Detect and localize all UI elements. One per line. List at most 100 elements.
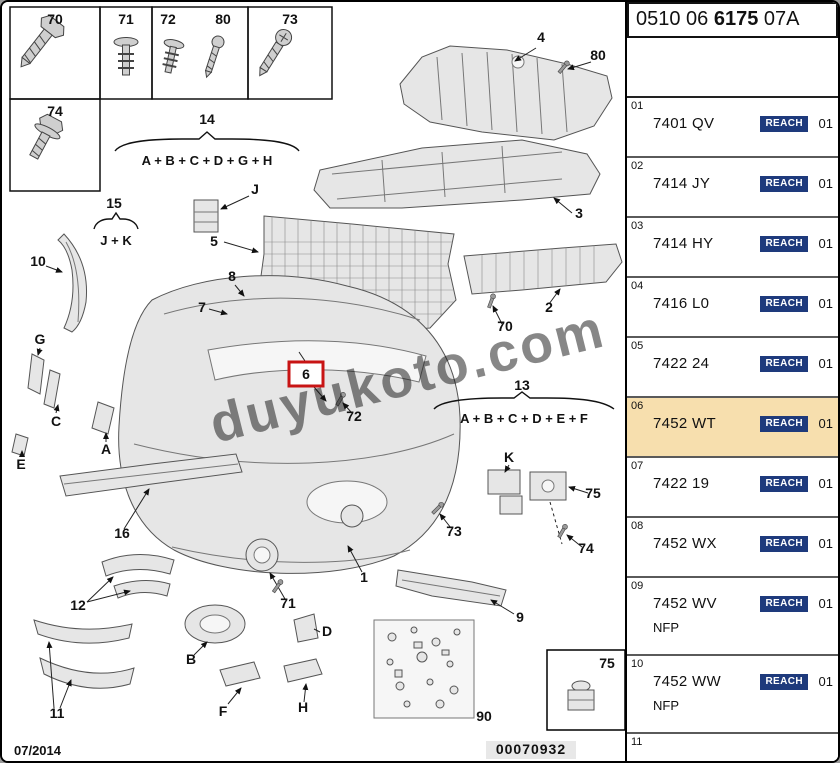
row-index: 05 bbox=[631, 340, 644, 352]
reach-badge[interactable]: REACH bbox=[760, 673, 808, 690]
callout-73-mid: 73 bbox=[446, 523, 462, 539]
row-index: 04 bbox=[631, 280, 644, 292]
part-code: 7414 HY bbox=[653, 235, 714, 252]
callout-b: B bbox=[186, 651, 196, 667]
parts-row-selected[interactable]: 06 7452 WT REACH 01 bbox=[627, 398, 838, 458]
part-code: 7416 L0 bbox=[653, 295, 710, 312]
exploded-diagram-pane: 70 71 72 80 73 74 14 A + B + C + D + G +… bbox=[2, 2, 625, 761]
fastener-label-71: 71 bbox=[118, 11, 134, 27]
part-code: 7452 WT bbox=[653, 415, 716, 432]
parts-row[interactable]: 04 7416 L0 REACH 01 bbox=[627, 278, 838, 338]
reach-badge[interactable]: REACH bbox=[760, 175, 808, 192]
callout-9: 9 bbox=[516, 609, 524, 625]
rivet-72-icon bbox=[162, 39, 185, 74]
group-14-number: 14 bbox=[199, 111, 215, 127]
highlighted-callout-box bbox=[287, 360, 325, 388]
part-qty: 01 bbox=[818, 596, 833, 611]
callout-75-box: 75 bbox=[599, 655, 615, 671]
part-qty: 01 bbox=[818, 674, 833, 689]
parts-row[interactable]: 11 bbox=[627, 734, 838, 761]
part-qty: 01 bbox=[818, 116, 833, 131]
part-qty: 01 bbox=[818, 416, 833, 431]
screw-73-icon bbox=[259, 28, 293, 77]
reach-badge[interactable]: REACH bbox=[760, 295, 808, 312]
reach-badge[interactable]: REACH bbox=[760, 475, 808, 492]
parts-row[interactable]: 08 7452 WX REACH 01 bbox=[627, 518, 838, 578]
fastener-label-80: 80 bbox=[215, 11, 231, 27]
group-14-formula: A + B + C + D + G + H bbox=[142, 153, 273, 168]
callout-f: F bbox=[219, 703, 228, 719]
fastener-legend: 70 71 72 80 73 74 bbox=[9, 6, 333, 192]
callout-71-mid: 71 bbox=[280, 595, 296, 611]
callout-72-mid: 72 bbox=[346, 408, 362, 424]
callout-5: 5 bbox=[210, 233, 218, 249]
part-qty: 01 bbox=[818, 176, 833, 191]
diagram-date: 07/2014 bbox=[14, 743, 62, 758]
part-qty: 01 bbox=[818, 536, 833, 551]
callout-16: 16 bbox=[114, 525, 130, 541]
reach-badge[interactable]: REACH bbox=[760, 235, 808, 252]
part-side-strip-10 bbox=[57, 233, 88, 333]
part-qty: 01 bbox=[818, 476, 833, 491]
part-code: 7452 WV bbox=[653, 595, 717, 612]
callout-6: 6 bbox=[302, 366, 310, 382]
part-wedge-h bbox=[283, 658, 323, 683]
reach-badge[interactable]: REACH bbox=[760, 415, 808, 432]
fastener-label-73: 73 bbox=[282, 11, 298, 27]
part-bracket-75 bbox=[529, 471, 567, 545]
part-wedge-d bbox=[293, 613, 319, 643]
row-index: 11 bbox=[631, 736, 643, 748]
leader-lines bbox=[19, 47, 592, 709]
group-15: 15 J + K bbox=[93, 195, 139, 248]
parts-list-pane: 0510 06 6175 07A 01 7401 QV REACH 01 02 … bbox=[625, 2, 838, 761]
fastener-label-70: 70 bbox=[47, 11, 63, 27]
callout-11: 11 bbox=[50, 705, 65, 721]
callout-90: 90 bbox=[476, 708, 492, 724]
callout-75-right: 75 bbox=[585, 485, 601, 501]
callout-7: 7 bbox=[198, 299, 206, 315]
parts-row[interactable]: 03 7414 HY REACH 01 bbox=[627, 218, 838, 278]
callout-h: H bbox=[298, 699, 308, 715]
group-13-brace bbox=[433, 391, 615, 410]
parts-row[interactable]: 02 7414 JY REACH 01 bbox=[627, 158, 838, 218]
part-code: 7401 QV bbox=[653, 115, 715, 132]
parts-row[interactable]: 10 7452 WW REACH 01 NFP bbox=[627, 656, 838, 734]
reach-badge[interactable]: REACH bbox=[760, 115, 808, 132]
callout-80-top: 80 bbox=[590, 47, 606, 63]
parts-row[interactable]: 07 7422 19 REACH 01 bbox=[627, 458, 838, 518]
screw-80-icon bbox=[204, 35, 225, 79]
part-lower-strip-9 bbox=[395, 569, 507, 607]
bolt-74-icon bbox=[29, 113, 64, 160]
row-index: 09 bbox=[631, 580, 644, 592]
reach-badge[interactable]: REACH bbox=[760, 355, 808, 372]
group-14: 14 A + B + C + D + G + H bbox=[114, 111, 300, 168]
row-index: 10 bbox=[631, 658, 644, 670]
parts-row[interactable]: 09 7452 WV REACH 01 NFP bbox=[627, 578, 838, 656]
parts-row[interactable]: 01 7401 QV REACH 01 bbox=[627, 98, 838, 158]
row-index: 03 bbox=[631, 220, 644, 232]
catalog-code-prefix: 0510 06 bbox=[636, 8, 714, 30]
part-bracket-j bbox=[193, 199, 219, 233]
group-13-number: 13 bbox=[514, 377, 530, 393]
part-code: 7422 24 bbox=[653, 355, 710, 372]
parts-row[interactable]: 05 7422 24 REACH 01 bbox=[627, 338, 838, 398]
part-upper-grille-trim bbox=[399, 45, 613, 141]
part-strips-11 bbox=[33, 619, 135, 689]
part-qty: 01 bbox=[818, 296, 833, 311]
part-note: NFP bbox=[653, 620, 679, 635]
reach-badge[interactable]: REACH bbox=[760, 595, 808, 612]
exploded-diagram: 70 71 72 80 73 74 14 A + B + C + D + G +… bbox=[9, 6, 625, 759]
fastener-label-72: 72 bbox=[160, 11, 176, 27]
part-ring-b bbox=[184, 604, 246, 644]
part-foglamp-71 bbox=[245, 538, 279, 572]
callout-70-mid: 70 bbox=[497, 318, 513, 334]
row-index: 02 bbox=[631, 160, 644, 172]
doc-number-box bbox=[486, 741, 576, 759]
catalog-code-header: 0510 06 6175 07A bbox=[627, 2, 838, 38]
group-13-formula: A + B + C + D + E + F bbox=[460, 411, 588, 426]
reach-badge[interactable]: REACH bbox=[760, 535, 808, 552]
group-13: 13 A + B + C + D + E + F bbox=[433, 377, 615, 426]
callout-labels: 4 80 3 5 J 10 8 7 2 70 6 72 G C A E K 75… bbox=[16, 29, 615, 724]
catalog-code-main: 6175 bbox=[713, 8, 759, 30]
